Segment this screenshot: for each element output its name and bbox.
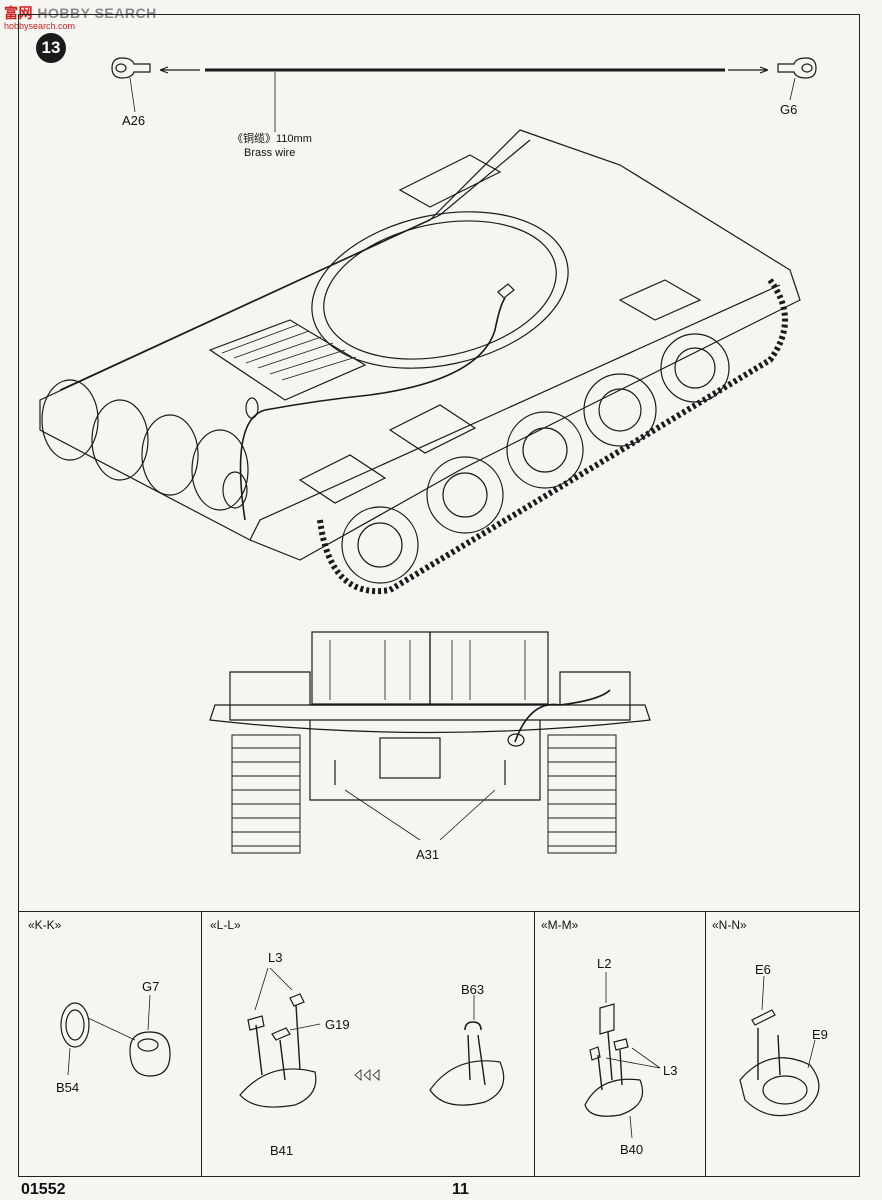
arrow-to-g6 — [728, 66, 769, 74]
step-number-badge: 13 — [36, 33, 66, 63]
road-wheels — [341, 333, 730, 584]
detail-ll-drawing — [239, 967, 505, 1108]
part-label-g6: G6 — [780, 102, 798, 117]
part-label-e9: E9 — [812, 1027, 828, 1042]
detail-kk-drawing — [60, 994, 171, 1077]
arrow-to-a26 — [159, 66, 200, 74]
detail-frame-nn — [705, 911, 860, 1177]
page-number: 11 — [452, 1181, 469, 1198]
part-label-g19: G19 — [325, 1017, 350, 1032]
detail-mm-drawing — [584, 972, 661, 1139]
detail-title-nn: «N-N» — [712, 918, 747, 932]
product-code: 01552 — [21, 1181, 66, 1198]
part-label-a31: A31 — [416, 847, 440, 862]
part-label-g7: G7 — [142, 979, 160, 994]
part-label-b40: B40 — [620, 1142, 644, 1157]
g6-end-fitting — [777, 57, 817, 79]
detail-title-kk: «K-K» — [28, 918, 62, 932]
part-label-l3-mm: L3 — [663, 1063, 678, 1078]
part-label-e6: E6 — [755, 962, 771, 977]
part-label-a26: A26 — [122, 113, 146, 128]
part-label-b41: B41 — [270, 1143, 294, 1158]
part-label-b54: B54 — [56, 1080, 80, 1095]
brass-wire-label-en: Brass wire — [244, 147, 296, 159]
brass-wire-label-cn: 《铜缆》110mm — [232, 133, 312, 145]
watermark-logo: 富网 HOBBY SEARCH — [4, 5, 157, 21]
detail-nn-drawing — [739, 975, 820, 1117]
tank-hull — [39, 129, 801, 595]
detail-title-mm: «M-M» — [541, 918, 579, 932]
part-label-b63: B63 — [461, 982, 485, 997]
part-label-l2: L2 — [597, 956, 612, 971]
part-label-l3-ll: L3 — [268, 950, 283, 965]
watermark-sub: hobbysearch.com — [4, 21, 76, 31]
wire-on-hull — [239, 297, 506, 521]
detail-title-ll: «L-L» — [210, 918, 241, 932]
rear-wire — [514, 689, 611, 743]
a26-end-fitting — [111, 57, 151, 79]
tank-rear-view — [209, 631, 651, 854]
